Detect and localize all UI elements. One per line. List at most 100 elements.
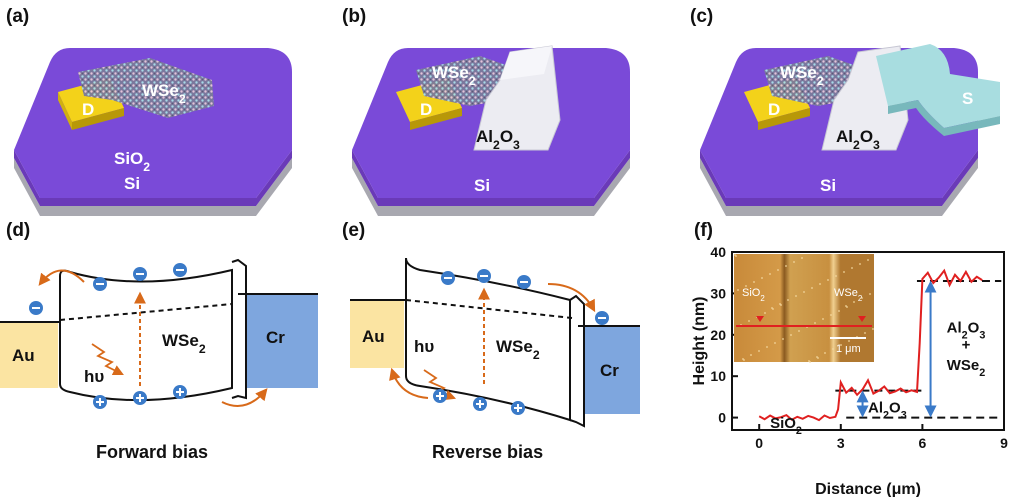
afm-texture [851, 267, 853, 269]
afm-texture [795, 295, 797, 297]
afm-texture [787, 299, 789, 301]
afm-texture [801, 257, 803, 259]
panel-a: (a) D WSe2 SiO2 Si [6, 6, 292, 216]
annotation-wse2: WSe2 [947, 357, 986, 379]
y-tick-label: 40 [710, 244, 726, 260]
afm-texture [843, 271, 845, 273]
si-label-b: Si [474, 176, 490, 195]
afm-texture [864, 332, 866, 334]
afm-texture [811, 287, 813, 289]
x-tick-label: 3 [837, 435, 845, 451]
afm-texture [846, 306, 848, 308]
inset-sio2-label: SiO2 [742, 287, 765, 303]
afm-marker-right [858, 316, 866, 322]
x-tick-label: 9 [1000, 435, 1008, 451]
holes-e [433, 389, 525, 415]
afm-texture [753, 281, 755, 283]
drain-label-b: D [420, 100, 432, 119]
scale-bar-label: 1 μm [836, 343, 861, 355]
au-block-d [0, 322, 58, 388]
wse2-label-b: WSe2 [432, 63, 476, 88]
afm-texture [838, 310, 840, 312]
afm-texture [867, 259, 869, 261]
panel-b-label: (b) [342, 6, 366, 27]
band-diagram-e [405, 257, 585, 428]
source-label-c: S [962, 89, 973, 108]
afm-texture [790, 334, 792, 336]
afm-texture [859, 263, 861, 265]
inset-wse2-label: WSe2 [834, 287, 862, 303]
cr-label-e: Cr [600, 361, 619, 380]
drain-label-c: D [768, 100, 780, 119]
wse2-label-a: WSe2 [142, 81, 186, 106]
x-axis-label: Distance (μm) [815, 481, 921, 497]
panel-f-label: (f) [694, 220, 713, 241]
plot-frame [731, 251, 1005, 431]
wse2-label-d: WSe2 [162, 331, 206, 356]
wse2-label-c: WSe2 [780, 63, 824, 88]
afm-texture [750, 354, 752, 356]
au-label-d: Au [12, 346, 35, 365]
source-electrode-c: S [876, 44, 1000, 136]
holes-d [93, 385, 187, 409]
y-tick-label: 10 [710, 368, 726, 384]
afm-texture [743, 359, 745, 361]
y-tick-label: 20 [710, 327, 726, 343]
annotation-plus: + [962, 336, 971, 353]
panel-d-label: (d) [6, 220, 30, 241]
afm-texture [737, 289, 739, 291]
panel-e: (e) Au Cr WSe2 hυ Reverse bias [342, 220, 640, 462]
afm-texture [774, 342, 776, 344]
cr-block-e [584, 326, 640, 414]
panel-b: (b) D WSe2 Al2O3 Si [342, 6, 630, 216]
afm-texture [748, 320, 750, 322]
annotation-al2o3: Al2O3 [868, 400, 907, 422]
afm-texture [869, 293, 871, 295]
afm-texture [872, 328, 874, 330]
afm-texture [822, 318, 824, 320]
afm-texture [848, 340, 850, 342]
al2o3-label-c: Al2O3 [836, 127, 880, 152]
x-tick-label: 6 [919, 435, 927, 451]
afm-texture [782, 338, 784, 340]
annotation-al2o3-top: Al2O3 [947, 320, 986, 342]
si-label-a: Si [124, 174, 140, 193]
electrons-e [441, 269, 609, 325]
afm-texture [766, 346, 768, 348]
afm-texture [769, 273, 771, 275]
panel-c: (c) D WSe2 S Al2O3 Si [690, 6, 1000, 216]
afm-texture [777, 269, 779, 271]
bias-label-d: Forward bias [96, 442, 208, 462]
afm-texture [780, 304, 782, 306]
afm-texture [840, 344, 842, 346]
series-line-0 [758, 268, 983, 422]
cr-block-d [246, 294, 318, 388]
panel-d: (d) Au Cr WSe2 hυ Forward bias [0, 220, 318, 462]
afm-texture [817, 357, 819, 359]
afm-texture [785, 265, 787, 267]
au-block-e [350, 300, 404, 368]
afm-texture [861, 297, 863, 299]
afm-texture [832, 348, 834, 350]
wse2-flake-a [78, 58, 214, 118]
si-label-c: Si [820, 176, 836, 195]
afm-image [734, 254, 874, 362]
sio2-label-a: SiO2 [114, 149, 150, 174]
afm-texture [745, 285, 747, 287]
afm-marker-left [756, 316, 764, 322]
afm-texture [772, 308, 774, 310]
afm-inset: SiO2 WSe2 1 μm [734, 254, 874, 363]
afm-texture [764, 312, 766, 314]
afm-texture [809, 361, 811, 363]
afm-texture [761, 277, 763, 279]
afm-texture [798, 330, 800, 332]
panel-c-label: (c) [690, 6, 713, 27]
cr-label-d: Cr [266, 328, 285, 347]
afm-texture [835, 275, 837, 277]
y-axis-label: Height (nm) [691, 297, 708, 386]
afm-texture [814, 322, 816, 324]
afm-texture [824, 352, 826, 354]
